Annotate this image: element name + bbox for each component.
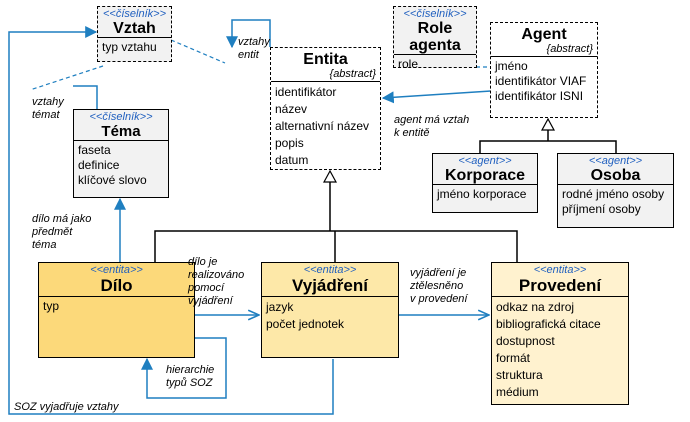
- class-provedeni-header: <<entita>> Provedení: [492, 263, 628, 297]
- class-osoba[interactable]: <<agent>> Osoba rodné jméno osoby příjme…: [557, 153, 674, 228]
- stereotype-label: <<entita>>: [90, 264, 143, 276]
- inheritance-agent: [479, 130, 617, 153]
- class-vztah[interactable]: <<číselník>> Vztah typ vztahu: [97, 6, 172, 62]
- class-role-agenta[interactable]: <<číselník>> Role agenta role: [393, 6, 477, 71]
- attribute: datum: [275, 153, 309, 167]
- class-name: Dílo: [100, 276, 133, 295]
- attribute: médium: [496, 385, 539, 399]
- attribute: identifikátor ISNI: [495, 89, 584, 103]
- stereotype-label: <<agent>>: [588, 155, 643, 167]
- class-name: Vztah: [113, 20, 156, 37]
- class-name: Role agenta: [409, 20, 461, 54]
- label-dilo-ma-jako: dílo má jako předmět téma: [32, 213, 92, 251]
- class-provedeni[interactable]: <<entita>> Provedení odkaz na zdroj bibl…: [491, 262, 629, 405]
- attribute: jméno: [495, 59, 528, 73]
- class-name: Vyjádření: [292, 276, 368, 295]
- label-soz-vyjadruje: SOZ vyjadřuje vztahy: [14, 401, 119, 413]
- attribute-list: jméno korporace: [433, 185, 537, 204]
- class-entita[interactable]: Entita {abstract} identifikátor název al…: [270, 47, 381, 170]
- abstract-modifier: {abstract}: [329, 68, 376, 80]
- attribute-list: identifikátor název alternativní název p…: [271, 82, 380, 171]
- stereotype-label: <<číselník>>: [89, 111, 153, 123]
- label-agent-ma-vztah: agent má vztah k entitě: [394, 114, 470, 139]
- attribute: formát: [496, 351, 531, 365]
- class-tema[interactable]: <<číselník>> Téma faseta definice klíčov…: [73, 109, 169, 198]
- attribute: počet jednotek: [266, 317, 345, 331]
- attribute-list: role: [394, 55, 476, 74]
- class-name: Entita: [303, 51, 348, 68]
- attribute: typ vztahu: [102, 40, 157, 54]
- class-dilo-header: <<entita>> Dílo: [39, 263, 194, 297]
- class-vyjadreni[interactable]: <<entita>> Vyjádření jazyk počet jednote…: [261, 262, 399, 358]
- attribute-list: odkaz na zdroj bibliografická citace dos…: [492, 297, 628, 403]
- class-vztah-header: <<číselník>> Vztah: [98, 7, 171, 38]
- attribute-list: typ: [39, 297, 194, 316]
- attribute-list: rodné jméno osoby příjmení osoby: [558, 185, 673, 219]
- stereotype-label: <<číselník>>: [103, 8, 166, 20]
- class-korporace[interactable]: <<agent>> Korporace jméno korporace: [432, 153, 538, 213]
- attribute: role: [398, 57, 419, 71]
- attribute: jméno korporace: [437, 187, 527, 201]
- attribute: typ: [43, 299, 60, 313]
- generalization-triangle-entita: [322, 169, 338, 183]
- class-agent[interactable]: Agent {abstract} jméno identifikátor VIA…: [490, 22, 598, 118]
- label-vztahy-entit: vztahy entit: [238, 36, 270, 61]
- class-role-agenta-header: <<číselník>> Role agenta: [394, 7, 476, 55]
- attribute: popis: [275, 136, 304, 150]
- attribute: struktura: [496, 368, 543, 382]
- class-agent-header: Agent {abstract}: [491, 23, 597, 57]
- attribute: odkaz na zdroj: [496, 300, 575, 314]
- label-vztahy-temat: vztahy témat: [32, 96, 64, 121]
- class-korporace-header: <<agent>> Korporace: [433, 154, 537, 185]
- class-name: Téma: [101, 123, 141, 140]
- attribute-list: typ vztahu: [98, 38, 171, 57]
- class-name: Agent: [521, 26, 567, 43]
- class-name: Provedení: [518, 276, 602, 295]
- attribute: alternativní název: [275, 119, 370, 133]
- class-tema-header: <<číselník>> Téma: [74, 110, 168, 141]
- attribute-list: jméno identifikátor VIAF identifikátor I…: [491, 57, 597, 106]
- attribute: rodné jméno osoby: [562, 187, 665, 201]
- attribute-list: jazyk počet jednotek: [262, 297, 398, 335]
- attribute: název: [275, 102, 308, 116]
- class-vyjadreni-header: <<entita>> Vyjádření: [262, 263, 398, 297]
- class-osoba-header: <<agent>> Osoba: [558, 154, 673, 185]
- attribute: dostupnost: [496, 334, 555, 348]
- class-dilo[interactable]: <<entita>> Dílo typ: [38, 262, 195, 358]
- class-entita-header: Entita {abstract}: [271, 48, 380, 82]
- label-dilo-je-realizovano: dílo je realizováno pomocí vyjádření: [188, 256, 245, 307]
- inheritance-entita: [154, 182, 518, 262]
- stereotype-label: <<entita>>: [533, 264, 587, 276]
- class-name: Osoba: [590, 167, 641, 184]
- stereotype-label: <<entita>>: [303, 264, 357, 276]
- attribute: definice: [78, 158, 120, 172]
- attribute: jazyk: [266, 300, 294, 314]
- attribute: klíčové slovo: [78, 173, 147, 187]
- stereotype-label: <<číselník>>: [403, 8, 467, 20]
- label-vyjadreni-je-ztelesneno: vyjádření je ztělesněno v provedení: [410, 267, 468, 305]
- attribute: příjmení osoby: [562, 202, 641, 216]
- attribute: identifikátor VIAF: [495, 74, 587, 88]
- label-hierarchie: hierarchie typů SOZ: [166, 364, 215, 389]
- stereotype-label: <<agent>>: [458, 155, 512, 167]
- abstract-modifier: {abstract}: [546, 43, 593, 55]
- class-name: Korporace: [444, 167, 526, 184]
- attribute: identifikátor: [275, 85, 337, 99]
- attribute: bibliografická citace: [496, 317, 601, 331]
- generalization-triangle-agent: [540, 117, 556, 131]
- attribute: faseta: [78, 143, 111, 157]
- attribute-list: faseta definice klíčové slovo: [74, 141, 168, 190]
